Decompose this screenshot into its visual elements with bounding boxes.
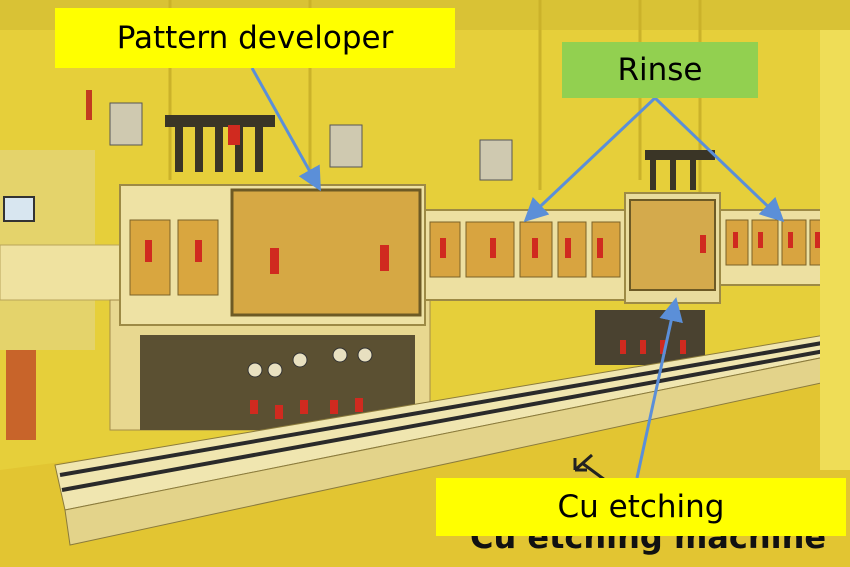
top-controller-1 <box>109 102 143 146</box>
rail-stripe-1 <box>59 340 829 477</box>
pattern-developer-label: Pattern developer <box>55 8 455 68</box>
floor-cursor-mark <box>573 453 606 482</box>
lower-red-valves <box>250 398 363 419</box>
red-valves <box>145 232 820 274</box>
orange-pipe <box>6 350 36 440</box>
top-controller-2 <box>329 124 363 168</box>
top-controller-3 <box>479 139 513 181</box>
left-rail <box>0 244 121 301</box>
cu-etching-label: Cu etching <box>436 478 846 536</box>
red-valve-top <box>228 125 240 145</box>
gauges <box>247 347 373 378</box>
lower-plumbing-right <box>595 310 705 365</box>
right-wall-door <box>820 30 850 470</box>
developer-window <box>230 188 422 317</box>
rail-stripe-2 <box>61 348 831 492</box>
signal-tower <box>86 90 92 120</box>
left-monitor <box>3 196 35 222</box>
rinse-label: Rinse <box>562 42 758 98</box>
rinse-tanks-1 <box>429 221 621 278</box>
